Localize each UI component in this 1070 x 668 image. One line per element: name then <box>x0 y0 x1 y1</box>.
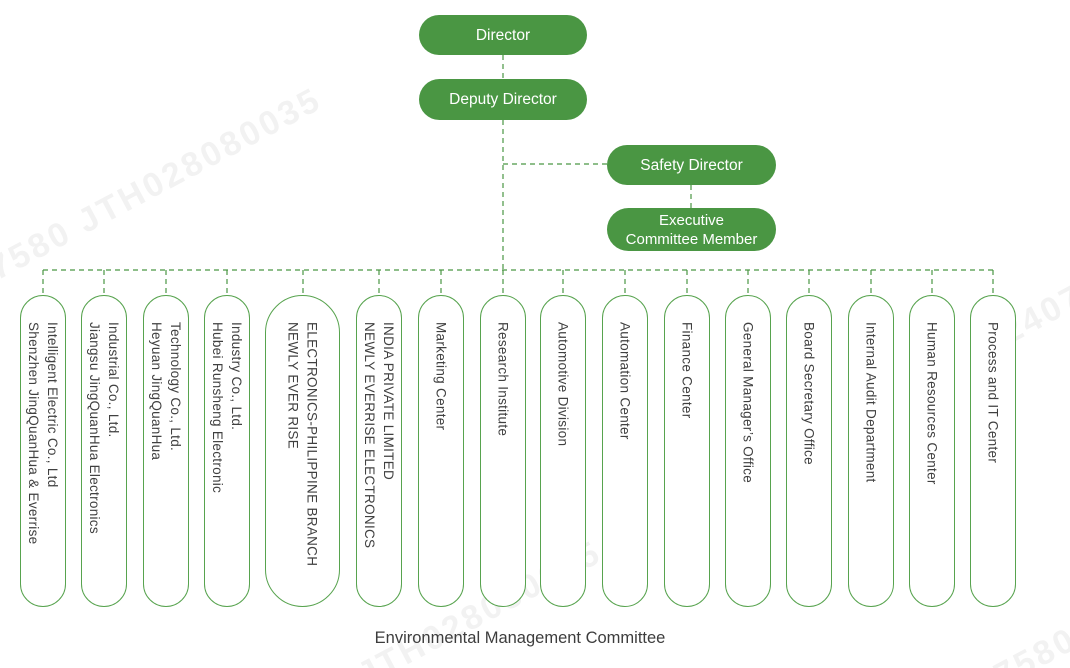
department-pill-human-resources: Human Resources Center <box>909 295 955 607</box>
department-pill-jiangsu: Jiangsu JingQuanHua Electronics Industri… <box>81 295 127 607</box>
department-pill-automation: Automation Center <box>602 295 648 607</box>
node-safety-director: Safety Director <box>607 145 776 185</box>
department-label: Finance Center <box>679 322 695 419</box>
node-deputy-director: Deputy Director <box>419 79 587 120</box>
department-pill-internal-audit: Internal Audit Department <box>848 295 894 607</box>
department-pill-finance: Finance Center <box>664 295 710 607</box>
department-label: NEWLY EVERRISE ELECTRONICS INDIA PRIVATE… <box>362 322 396 549</box>
department-label: Human Resources Center <box>924 322 940 485</box>
node-executive-committee-member: Executive Committee Member <box>607 208 776 251</box>
department-label: NEWLY EVER RISE ELECTRONICS-PHILIPPINE B… <box>285 322 320 567</box>
department-label: Board Secretary Office <box>801 322 817 465</box>
department-pill-research: Research Institute <box>480 295 526 607</box>
department-pill-process-it: Process and IT Center <box>970 295 1016 607</box>
department-pill-philippine: NEWLY EVER RISE ELECTRONICS-PHILIPPINE B… <box>265 295 340 607</box>
department-pill-india: NEWLY EVERRISE ELECTRONICS INDIA PRIVATE… <box>356 295 402 607</box>
department-pill-shenzhen: Shenzhen JingQuanHua & Everrise Intellig… <box>20 295 66 607</box>
department-label: Heyuan JingQuanHua Technology Co., Ltd. <box>149 322 183 461</box>
department-label: Automation Center <box>617 322 633 440</box>
department-pill-general-manager: General Manager’s Office <box>725 295 771 607</box>
department-pill-automotive: Automotive Division <box>540 295 586 607</box>
department-pill-hubei: Hubei Runsheng Electronic Industry Co., … <box>204 295 250 607</box>
department-label: Process and IT Center <box>985 322 1001 464</box>
department-pill-marketing: Marketing Center <box>418 295 464 607</box>
department-label: Marketing Center <box>433 322 449 431</box>
node-director: Director <box>419 15 587 55</box>
department-label: Internal Audit Department <box>863 322 879 483</box>
department-label: Research Institute <box>495 322 511 437</box>
department-label: Jiangsu JingQuanHua Electronics Industri… <box>87 322 121 534</box>
department-label: General Manager’s Office <box>740 322 756 484</box>
department-pill-board-secretary: Board Secretary Office <box>786 295 832 607</box>
department-label: Hubei Runsheng Electronic Industry Co., … <box>210 322 244 494</box>
department-label: Automotive Division <box>555 322 571 447</box>
department-pill-heyuan: Heyuan JingQuanHua Technology Co., Ltd. <box>143 295 189 607</box>
department-label: Shenzhen JingQuanHua & Everrise Intellig… <box>26 322 60 545</box>
committee-footer-label: Environmental Management Committee <box>374 629 666 647</box>
